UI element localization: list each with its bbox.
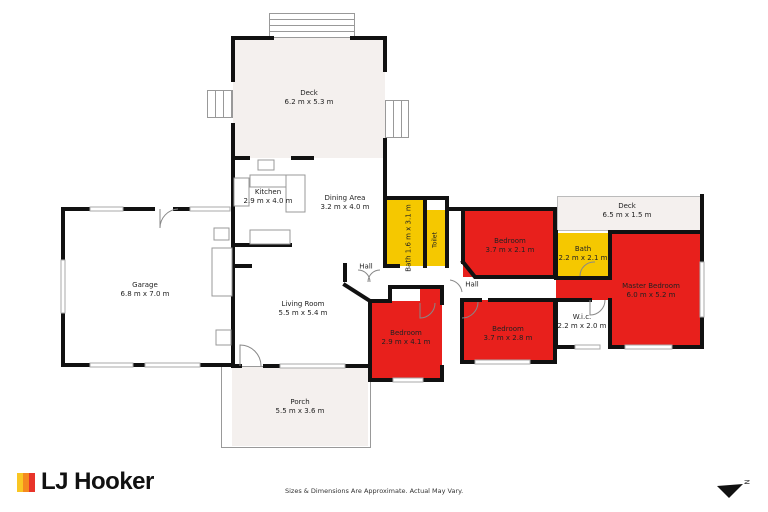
- room-bedroom-2-entry: [420, 287, 442, 303]
- logo-bar-yellow: [17, 472, 23, 492]
- logo-text: LJ Hooker: [41, 468, 154, 495]
- label-porch: Porch 5.5 m x 3.6 m: [276, 398, 325, 416]
- room-dims: 3.7 m x 2.8 m: [483, 334, 533, 342]
- room-porch: [232, 366, 368, 446]
- label-master-bedroom: Master Bedroom 6.0 m x 5.2 m: [622, 282, 680, 300]
- room-dims: 3.7 m x 2.1 m: [485, 246, 535, 254]
- logo-bar-red: [29, 472, 35, 492]
- label-deck-top: Deck 6.2 m x 5.3 m: [285, 89, 334, 107]
- label-toilet: Toilet: [431, 232, 440, 248]
- room-name: Living Room: [281, 300, 325, 308]
- label-living: Living Room 5.5 m x 5.4 m: [279, 300, 328, 318]
- north-label: N: [743, 479, 752, 485]
- logo-bars-icon: [17, 472, 35, 492]
- label-kitchen: Kitchen 2.9 m x 4.0 m: [244, 188, 293, 206]
- room-dims: 2.9 m x 4.1 m: [381, 338, 431, 346]
- disclaimer: Sizes & Dimensions Are Approximate. Actu…: [285, 487, 464, 495]
- master-bedroom-fill-2: [556, 278, 612, 300]
- label-bath-2: Bath 2.2 m x 2.1 m: [559, 245, 608, 263]
- room-dims: 3.2 m x 4.0 m: [320, 203, 370, 211]
- room-name: Bedroom: [494, 237, 526, 245]
- room-name: Toilet: [431, 232, 439, 248]
- room-bedroom-3: [462, 300, 555, 362]
- label-garage: Garage 6.8 m x 7.0 m: [121, 281, 170, 299]
- room-name: W.i.c.: [572, 313, 592, 321]
- label-bedroom-2: Bedroom 2.9 m x 4.1 m: [382, 329, 431, 347]
- lj-hooker-logo: LJ Hooker: [17, 468, 154, 495]
- room-dims: 2.2 m x 2.1 m: [558, 254, 608, 262]
- room-name: Garage: [132, 281, 158, 289]
- room-dims: 1.6 m x 3.1 m: [404, 204, 413, 254]
- room-bath-2: [556, 233, 608, 278]
- room-name: Porch: [290, 398, 310, 406]
- label-hall-2: Hall: [465, 281, 478, 290]
- label-hall-1: Hall: [359, 263, 372, 272]
- walls: [60, 36, 705, 383]
- label-wic: W.i.c. 2.2 m x 2.0 m: [558, 313, 607, 331]
- room-deck-top: [233, 38, 385, 158]
- room-name: Bath: [404, 255, 413, 272]
- deck-stairs-left: [207, 90, 233, 118]
- room-dims: 5.5 m x 5.4 m: [278, 309, 328, 317]
- floor-plan: Deck 6.2 m x 5.3 m Kitchen 2.9 m x 4.0 m…: [60, 13, 705, 448]
- label-deck-right: Deck 6.5 m x 1.5 m: [603, 202, 652, 220]
- north-compass: N: [715, 478, 755, 503]
- room-dims: 2.9 m x 4.0 m: [243, 197, 293, 205]
- room-garage: [63, 209, 233, 365]
- room-bath-1: [386, 198, 424, 266]
- label-bath-1: Bath 1.6 m x 3.1 m: [405, 204, 414, 271]
- room-dims: 6.0 m x 5.2 m: [626, 291, 676, 299]
- room-name: Deck: [618, 202, 636, 210]
- north-arrow-icon: [717, 484, 743, 498]
- logo-bar-orange: [23, 472, 29, 492]
- deck-stairs-right: [385, 100, 409, 138]
- room-bedroom-1: [463, 209, 555, 277]
- room-name: Dining Area: [324, 194, 366, 202]
- room-wic: [556, 300, 610, 347]
- room-dims: 2.2 m x 2.0 m: [557, 322, 607, 330]
- room-dims: 6.2 m x 5.3 m: [284, 98, 334, 106]
- room-dims: 6.8 m x 7.0 m: [120, 290, 170, 298]
- room-name: Hall: [359, 262, 373, 271]
- room-toilet: [427, 210, 447, 266]
- room-name: Bath: [574, 245, 592, 253]
- room-name: Bedroom: [390, 329, 422, 337]
- room-name: Bedroom: [492, 325, 524, 333]
- label-bedroom-3: Bedroom 3.7 m x 2.8 m: [484, 325, 533, 343]
- room-name: Deck: [300, 89, 318, 97]
- room-name: Master Bedroom: [622, 282, 680, 290]
- room-name: Hall: [465, 280, 479, 289]
- label-bedroom-1: Bedroom 3.7 m x 2.1 m: [486, 237, 535, 255]
- master-bedroom-fill: [610, 232, 702, 347]
- room-name: Kitchen: [254, 188, 282, 196]
- room-dims: 6.5 m x 1.5 m: [602, 211, 652, 219]
- label-dining: Dining Area 3.2 m x 4.0 m: [321, 194, 370, 212]
- room-dims: 5.5 m x 3.6 m: [275, 407, 325, 415]
